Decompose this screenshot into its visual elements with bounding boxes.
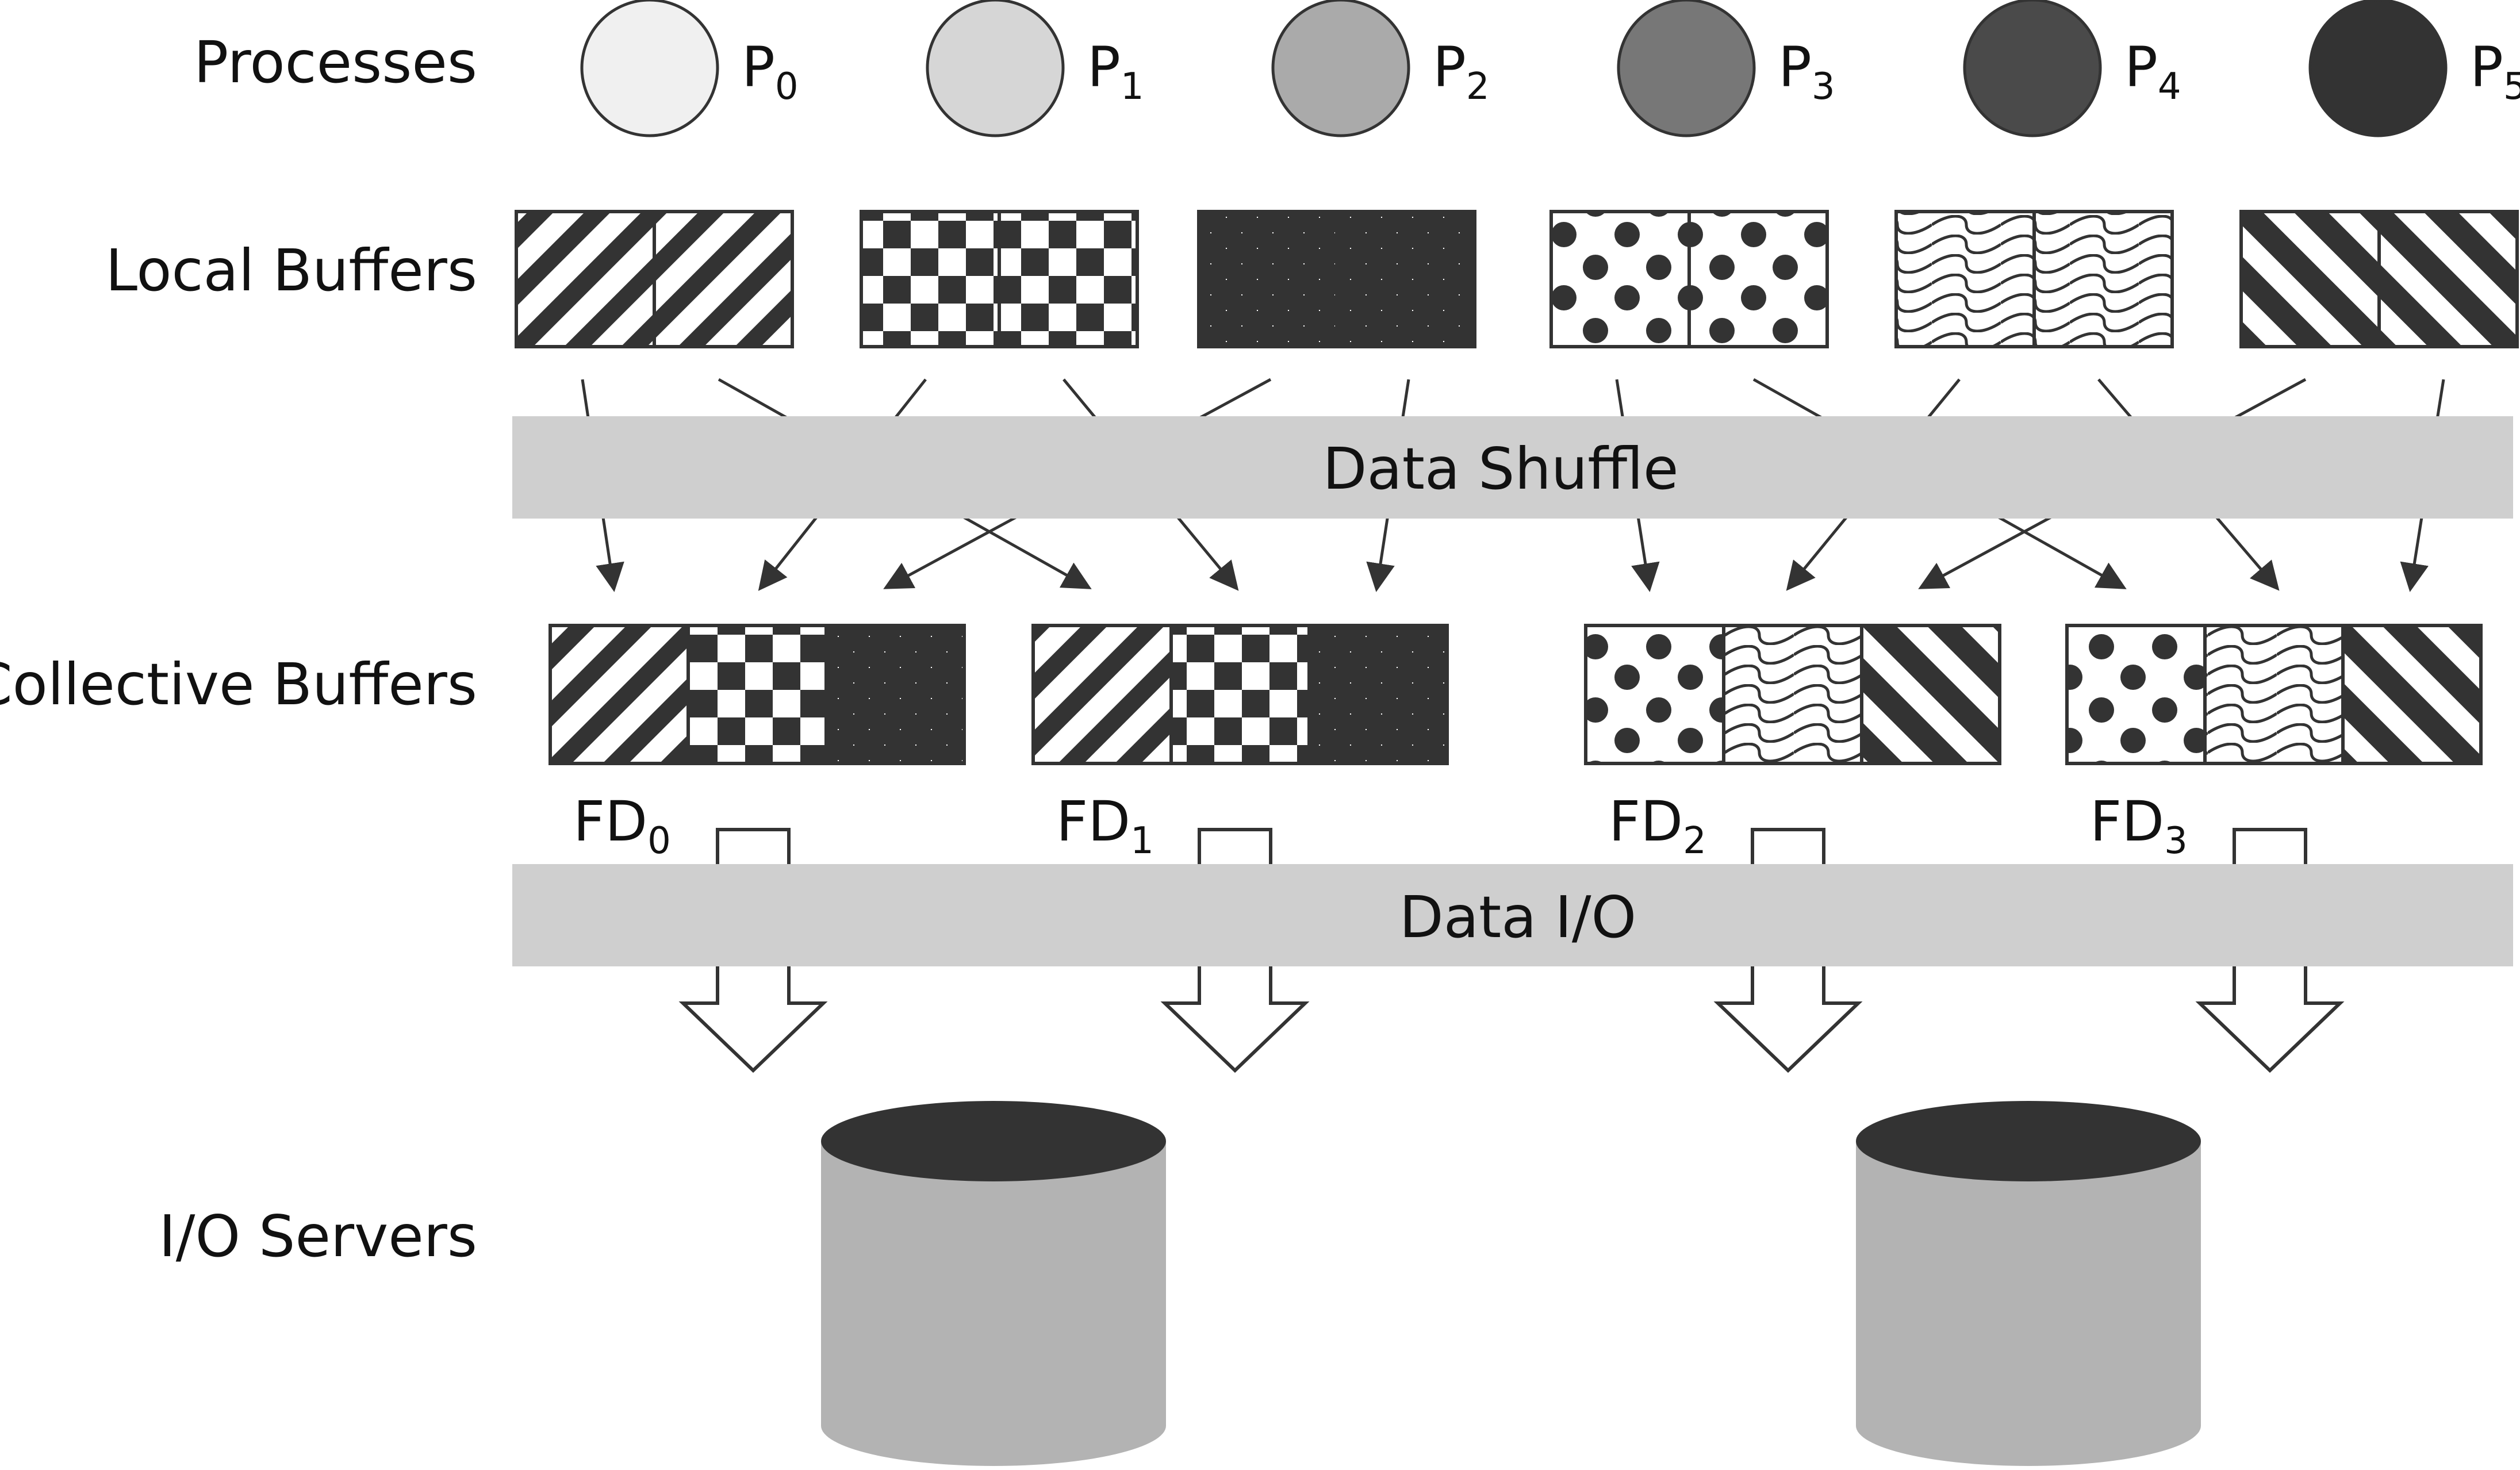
process-circle bbox=[1617, 0, 1756, 137]
collective-buffer-block bbox=[1169, 624, 1311, 765]
process-circle bbox=[580, 0, 719, 137]
local-buffer-block bbox=[2377, 210, 2519, 348]
process-0: P0 bbox=[580, 0, 799, 137]
local-buffer-block bbox=[2239, 210, 2381, 348]
local-buffer-block bbox=[860, 210, 1001, 348]
process-1: P1 bbox=[926, 0, 1144, 137]
data-shuffle-label: Data Shuffle bbox=[1323, 435, 1679, 502]
file-domain-subscript: 3 bbox=[2164, 820, 2188, 862]
process-label: P0 bbox=[742, 35, 799, 108]
collective-buffer-1: FD1 bbox=[1031, 624, 1449, 862]
local-buffer-block bbox=[1197, 210, 1338, 348]
collective-buffer-block bbox=[549, 624, 690, 765]
local-buffer-block bbox=[2032, 210, 2174, 348]
local-buffer-0 bbox=[515, 210, 794, 348]
collective-buffer-0: FD0 bbox=[549, 624, 966, 862]
process-name: P bbox=[742, 35, 775, 99]
local-buffer-block bbox=[653, 210, 794, 348]
process-name: P bbox=[2470, 35, 2503, 99]
collective-buffer-block bbox=[824, 624, 966, 765]
data-io-label: Data I/O bbox=[1399, 884, 1636, 951]
local-buffer-5 bbox=[2239, 210, 2519, 348]
file-domain-label: FD2 bbox=[1609, 789, 1706, 862]
collective-buffer-block bbox=[2203, 624, 2345, 765]
process-3: P3 bbox=[1617, 0, 1835, 137]
local-buffer-block bbox=[998, 210, 1139, 348]
process-subscript: 4 bbox=[2158, 66, 2181, 108]
collective-buffer-2: FD2 bbox=[1584, 624, 2001, 862]
local-buffer-2 bbox=[1197, 210, 1476, 348]
io-server-row bbox=[821, 1101, 2201, 1466]
file-domain-name: FD bbox=[1609, 789, 1683, 854]
collective-buffer-block bbox=[2065, 624, 2207, 765]
local-buffer-block bbox=[515, 210, 656, 348]
data-shuffle-bar bbox=[512, 416, 2513, 519]
process-circle bbox=[2308, 0, 2448, 137]
process-circle bbox=[1963, 0, 2102, 137]
file-domain-name: FD bbox=[573, 789, 647, 854]
process-2: P2 bbox=[1271, 0, 1490, 137]
collective-buffer-block bbox=[686, 624, 828, 765]
file-domain-subscript: 1 bbox=[1130, 820, 1154, 862]
row-label-collective-buffers: Collective Buffers bbox=[0, 651, 477, 718]
io-server-0 bbox=[821, 1101, 1166, 1466]
file-domain-label: FD0 bbox=[573, 789, 671, 862]
collective-buffer-block bbox=[2341, 624, 2483, 765]
cylinder-body bbox=[1856, 1141, 2201, 1466]
local-buffer-block bbox=[1687, 210, 1829, 348]
collective-buffer-block bbox=[1584, 624, 1725, 765]
process-label: P2 bbox=[1433, 35, 1490, 108]
process-subscript: 2 bbox=[1466, 66, 1490, 108]
io-server-1 bbox=[1856, 1101, 2201, 1466]
process-circle bbox=[926, 0, 1065, 137]
local-buffer-1 bbox=[860, 210, 1139, 348]
local-buffer-block bbox=[1549, 210, 1691, 348]
collective-buffer-block bbox=[1860, 624, 2001, 765]
data-io-bar bbox=[512, 864, 2513, 966]
collective-buffer-block bbox=[1031, 624, 1173, 765]
file-domain-subscript: 0 bbox=[647, 820, 671, 862]
process-name: P bbox=[1433, 35, 1466, 99]
process-subscript: 0 bbox=[775, 66, 799, 108]
process-label: P1 bbox=[1087, 35, 1144, 108]
file-domain-name: FD bbox=[1056, 789, 1130, 854]
process-label: P4 bbox=[2124, 35, 2181, 108]
process-circle bbox=[1271, 0, 1410, 137]
local-buffer-row bbox=[515, 210, 2519, 348]
process-subscript: 3 bbox=[1812, 66, 1835, 108]
collective-buffer-block bbox=[1722, 624, 1863, 765]
process-5: P5 bbox=[2308, 0, 2520, 137]
process-4: P4 bbox=[1963, 0, 2181, 137]
process-name: P bbox=[2124, 35, 2158, 99]
file-domain-label: FD1 bbox=[1056, 789, 1154, 862]
cylinder-top bbox=[1856, 1101, 2201, 1181]
row-label-local-buffers: Local Buffers bbox=[105, 237, 477, 304]
local-buffer-block bbox=[1894, 210, 2036, 348]
local-buffer-3 bbox=[1549, 210, 1829, 348]
row-label-io-servers: I/O Servers bbox=[159, 1203, 477, 1270]
process-name: P bbox=[1778, 35, 1812, 99]
collective-buffer-block bbox=[1307, 624, 1449, 765]
file-domain-name: FD bbox=[2090, 789, 2164, 854]
local-buffer-block bbox=[1335, 210, 1476, 348]
process-label: P3 bbox=[1778, 35, 1835, 108]
cylinder-top bbox=[821, 1101, 1166, 1181]
collective-buffer-3: FD3 bbox=[2065, 624, 2483, 862]
row-label-processes: Processes bbox=[194, 29, 477, 96]
process-label: P5 bbox=[2470, 35, 2520, 108]
cylinder-body bbox=[821, 1141, 1166, 1466]
process-subscript: 5 bbox=[2503, 66, 2520, 108]
local-buffer-4 bbox=[1894, 210, 2174, 348]
file-domain-label: FD3 bbox=[2090, 789, 2188, 862]
process-subscript: 1 bbox=[1121, 66, 1144, 108]
process-name: P bbox=[1087, 35, 1121, 99]
file-domain-subscript: 2 bbox=[1683, 820, 1706, 862]
